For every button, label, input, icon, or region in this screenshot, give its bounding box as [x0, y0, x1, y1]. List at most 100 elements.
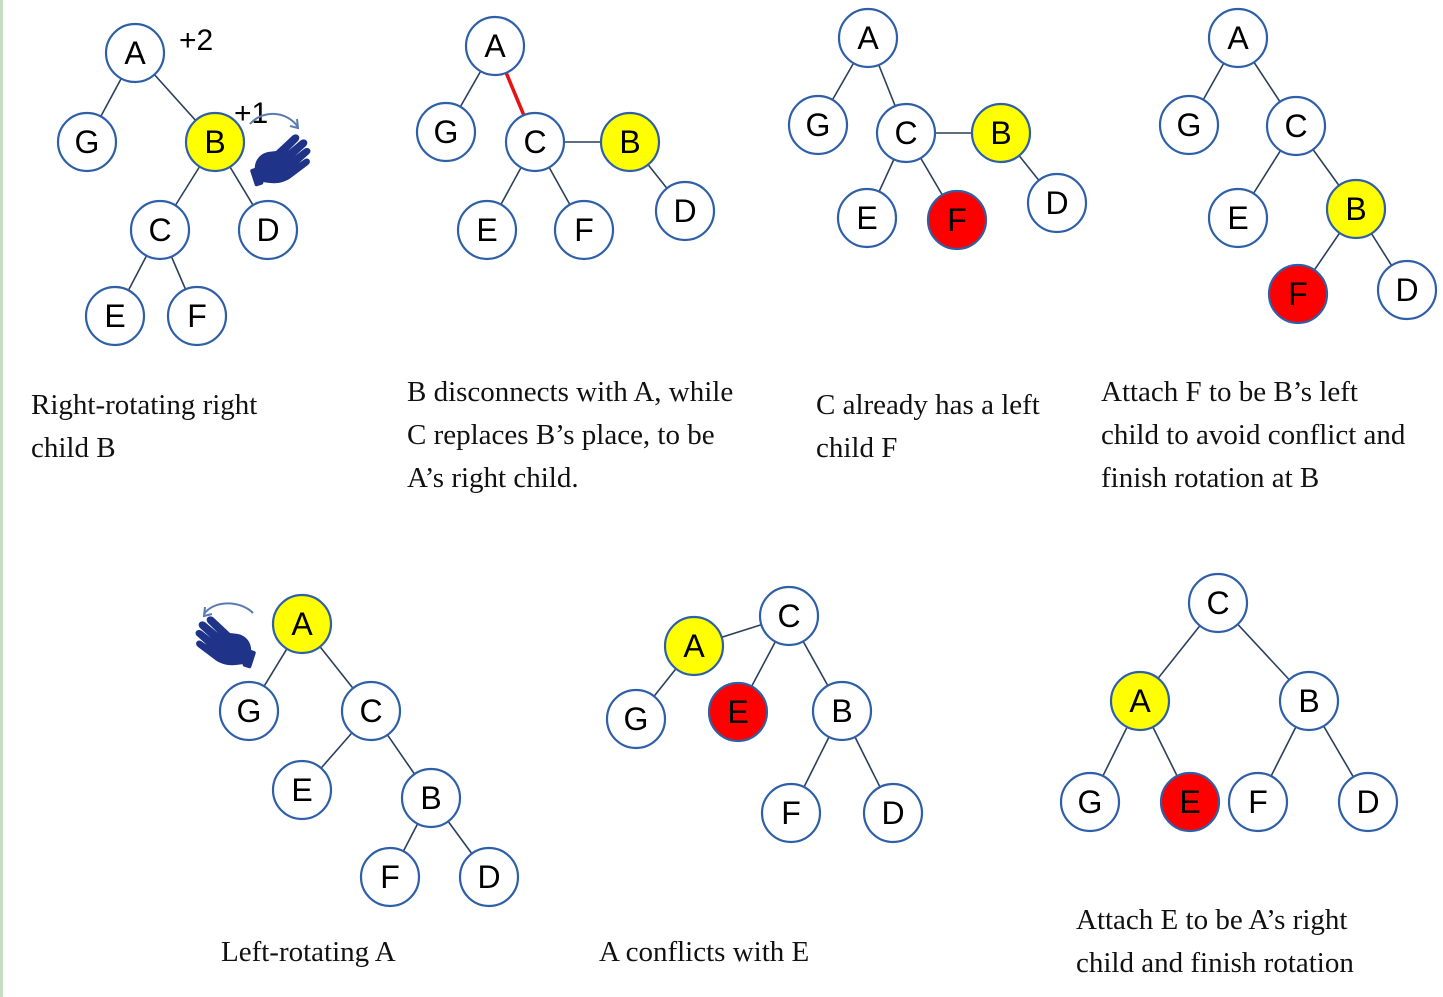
node-label: B — [1298, 683, 1319, 719]
node-label: F — [781, 795, 801, 831]
node-label: A — [1227, 20, 1249, 56]
node-circle — [1207, 187, 1269, 249]
node-circle — [1158, 94, 1220, 156]
node-circle — [104, 22, 166, 84]
node-circle — [1267, 263, 1329, 325]
node-label: B — [204, 124, 225, 160]
node-label: F — [187, 298, 207, 334]
node-circle — [237, 199, 299, 261]
node-label: E — [291, 772, 312, 808]
node-circle — [1376, 259, 1438, 321]
node-C: C — [1187, 572, 1249, 634]
node-circle — [504, 111, 566, 173]
node-C: C — [758, 585, 820, 647]
node-circle — [787, 94, 849, 156]
node-A: A — [1109, 670, 1171, 732]
node-D: D — [654, 180, 716, 242]
node-label: G — [1078, 784, 1103, 820]
left-edge-strip — [0, 0, 3, 997]
node-circle — [415, 101, 477, 163]
node-D: D — [862, 782, 924, 844]
node-label: D — [477, 859, 500, 895]
node-label: E — [1179, 784, 1200, 820]
node-B: B — [1278, 670, 1340, 732]
node-circle — [1187, 572, 1249, 634]
node-label: A — [857, 20, 879, 56]
node-G: G — [787, 94, 849, 156]
node-circle — [758, 585, 820, 647]
node-label: A — [291, 606, 313, 642]
node-B: B — [970, 102, 1032, 164]
node-label: E — [1227, 200, 1248, 236]
tree-panel-4: A G C E BF D — [1158, 7, 1438, 325]
caption-panel-5: Left-rotating A — [221, 936, 396, 968]
node-circle — [970, 102, 1032, 164]
node-label: G — [75, 124, 100, 160]
node-D: D — [458, 846, 520, 908]
node-label: C — [148, 212, 171, 248]
node-circle — [875, 102, 937, 164]
node-D: D — [1376, 259, 1438, 321]
node-label: C — [523, 124, 546, 160]
node-label: F — [1288, 276, 1308, 312]
node-circle — [1325, 178, 1387, 240]
node-A: A — [271, 593, 333, 655]
node-G: G — [1158, 94, 1220, 156]
node-D: D — [1337, 771, 1399, 833]
node-G: G — [1059, 771, 1121, 833]
node-E: E — [271, 759, 333, 821]
node-label: A — [484, 28, 506, 64]
node-B: B — [599, 111, 661, 173]
node-circle — [458, 846, 520, 908]
node-label: D — [1356, 784, 1379, 820]
node-B: B — [184, 111, 246, 173]
node-E: E — [84, 285, 146, 347]
balance-badge: +1 — [234, 97, 268, 130]
node-G: G — [218, 680, 280, 742]
node-F: F — [760, 782, 822, 844]
node-circle — [707, 681, 769, 743]
node-circle — [1265, 95, 1327, 157]
node-label: F — [1248, 784, 1268, 820]
tree-panel-1: A G B C D E F — [56, 22, 299, 347]
node-A: A — [663, 615, 725, 677]
caption-panel-3: C already has a left child F — [816, 389, 1040, 464]
node-circle — [862, 782, 924, 844]
node-B: B — [1325, 178, 1387, 240]
node-C: C — [1265, 95, 1327, 157]
node-label: A — [124, 35, 146, 71]
node-circle — [1337, 771, 1399, 833]
node-A: A — [464, 15, 526, 77]
node-A: A — [1207, 7, 1269, 69]
node-label: E — [856, 200, 877, 236]
node-label: C — [1284, 108, 1307, 144]
node-circle — [1059, 771, 1121, 833]
node-E: E — [707, 681, 769, 743]
node-circle — [464, 15, 526, 77]
node-label: A — [1129, 683, 1151, 719]
node-circle — [166, 285, 228, 347]
node-label: G — [434, 114, 459, 150]
node-D: D — [1026, 172, 1088, 234]
node-circle — [811, 680, 873, 742]
node-circle — [605, 688, 667, 750]
node-D: D — [237, 199, 299, 261]
hand-rotate-left-icon — [195, 616, 256, 669]
tree-panel-7: C A B G E F D — [1059, 572, 1399, 833]
node-E: E — [456, 199, 518, 261]
node-circle — [56, 111, 118, 173]
node-F: F — [1227, 771, 1289, 833]
node-F: F — [553, 199, 615, 261]
node-circle — [271, 593, 333, 655]
node-circle — [663, 615, 725, 677]
node-A: A — [104, 22, 166, 84]
node-label: B — [831, 693, 852, 729]
caption-panel-4: Attach F to be B’s left child to avoid c… — [1101, 376, 1406, 494]
node-C: C — [129, 199, 191, 261]
node-E: E — [1207, 187, 1269, 249]
